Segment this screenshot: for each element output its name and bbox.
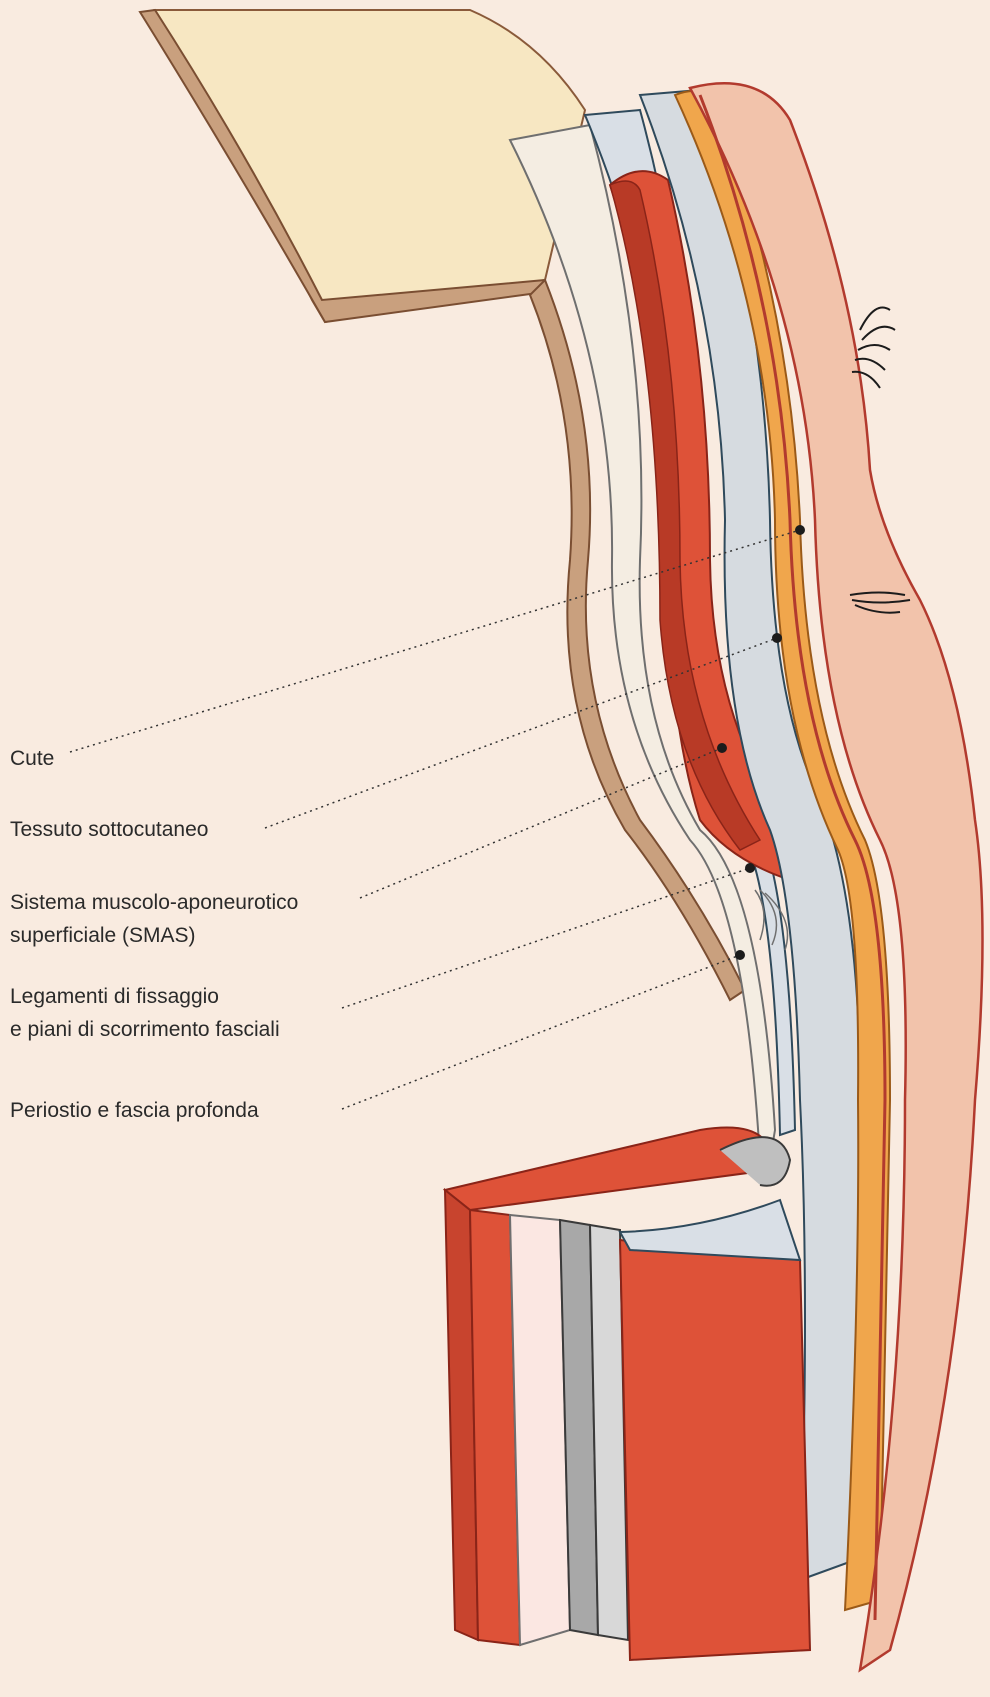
label-tessuto-sottocutaneo: Tessuto sottocutaneo	[10, 813, 208, 846]
label-legamenti-line1: Legamenti di fissaggio	[10, 980, 280, 1013]
dot-legamenti	[745, 863, 755, 873]
label-periostio: Periostio e fascia profonda	[10, 1094, 259, 1127]
dot-cute	[795, 525, 805, 535]
skull-bone-plate	[140, 10, 585, 322]
label-smas-line2: superficiale (SMAS)	[10, 919, 298, 952]
label-smas: Sistema muscolo-aponeurotico superficial…	[10, 886, 298, 952]
label-tessuto-text: Tessuto sottocutaneo	[10, 813, 208, 846]
dot-tessuto	[772, 633, 782, 643]
leader-line-periostio	[342, 955, 740, 1109]
label-periostio-text: Periostio e fascia profonda	[10, 1094, 259, 1127]
label-cute-text: Cute	[10, 742, 54, 775]
label-legamenti-line2: e piani di scorrimento fasciali	[10, 1013, 280, 1046]
lower-cut-block	[445, 1128, 810, 1661]
label-cute: Cute	[10, 742, 54, 775]
leader-line-legamenti	[342, 868, 750, 1008]
dot-periostio	[735, 950, 745, 960]
label-smas-line1: Sistema muscolo-aponeurotico	[10, 886, 298, 919]
dot-smas	[717, 743, 727, 753]
label-legamenti: Legamenti di fissaggio e piani di scorri…	[10, 980, 280, 1046]
